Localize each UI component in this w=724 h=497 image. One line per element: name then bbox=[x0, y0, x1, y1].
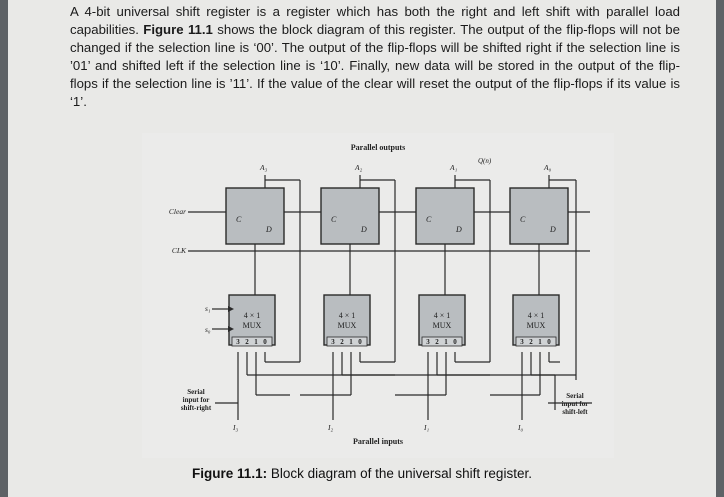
paragraph-text-2: shows the block diagram of this register… bbox=[70, 22, 680, 109]
input-label-2: I₁ bbox=[423, 423, 429, 432]
annotation-scribble: Q(n) bbox=[478, 157, 492, 165]
description-paragraph: A 4-bit universal shift register is a re… bbox=[70, 3, 680, 111]
paragraph-text-1: A 4-bit universal shift register is a re… bbox=[70, 4, 680, 37]
mux-pin-label: 1 bbox=[254, 338, 258, 346]
serial-left-line1: Serial bbox=[566, 392, 584, 400]
mux3-size-label: 4 × 1 bbox=[244, 311, 261, 320]
mux-pin-label: 2 bbox=[340, 338, 344, 346]
mux-pin-label: 0 bbox=[358, 338, 362, 346]
figure-caption: Figure 11.1: Block diagram of the univer… bbox=[0, 466, 724, 481]
mux-pin-strip-3 bbox=[515, 336, 557, 347]
ff0-d-label: D bbox=[549, 225, 556, 234]
serial-right-line2: input for bbox=[183, 396, 210, 404]
mux3-name-label: MUX bbox=[243, 321, 262, 330]
output-label-2: A₁ bbox=[449, 163, 458, 172]
mux0-name-label: MUX bbox=[527, 321, 546, 330]
caption-text: Block diagram of the universal shift reg… bbox=[267, 466, 532, 481]
mux-pin-label: 1 bbox=[538, 338, 542, 346]
parallel-outputs-label: Parallel outputs bbox=[351, 143, 405, 152]
input-label-0: I₃ bbox=[232, 423, 238, 432]
input-label-3: I₀ bbox=[517, 423, 523, 432]
ff2-c-label: C bbox=[331, 215, 337, 224]
parallel-inputs-label: Parallel inputs bbox=[353, 437, 403, 446]
mux-pin-label: 1 bbox=[349, 338, 353, 346]
mux-pin-label: 1 bbox=[444, 338, 448, 346]
mux-pin-label: 0 bbox=[453, 338, 457, 346]
mux-pin-label: 3 bbox=[520, 338, 524, 346]
select1-label: s₁ bbox=[205, 304, 211, 313]
input-label-1: I₂ bbox=[327, 423, 333, 432]
serial-left-line2: input for bbox=[562, 400, 589, 408]
mux0-size-label: 4 × 1 bbox=[528, 311, 545, 320]
ff0-c-label: C bbox=[520, 215, 526, 224]
ff3-c-label: C bbox=[236, 215, 242, 224]
figure-reference: Figure 11.1 bbox=[143, 22, 213, 37]
serial-right-line1: Serial bbox=[187, 388, 205, 396]
caption-lead: Figure 11.1: bbox=[192, 466, 268, 481]
mux-pin-label: 3 bbox=[331, 338, 335, 346]
flip-flop-3 bbox=[225, 187, 285, 245]
flip-flop-2 bbox=[320, 187, 380, 245]
output-label-0: A₃ bbox=[259, 163, 268, 172]
output-label-1: A₂ bbox=[354, 163, 363, 172]
mux-pin-strip-1 bbox=[326, 336, 368, 347]
mux-pin-strip-2 bbox=[421, 336, 463, 347]
clear-label: Clear bbox=[169, 207, 186, 216]
mux2-name-label: MUX bbox=[338, 321, 357, 330]
mux-pin-label: 3 bbox=[236, 338, 240, 346]
flip-flop-1 bbox=[415, 187, 475, 245]
select0-label: s₀ bbox=[205, 325, 211, 334]
flip-flops bbox=[225, 187, 569, 245]
mux-pin-label: 3 bbox=[426, 338, 430, 346]
ff2-d-label: D bbox=[360, 225, 367, 234]
ff3-d-label: D bbox=[265, 225, 272, 234]
flip-flop-0 bbox=[509, 187, 569, 245]
mux-pin-label: 0 bbox=[263, 338, 267, 346]
output-label-3: A₀ bbox=[543, 163, 552, 172]
mux1-name-label: MUX bbox=[433, 321, 452, 330]
serial-right-line3: shift-right bbox=[181, 404, 212, 412]
mux1-size-label: 4 × 1 bbox=[434, 311, 451, 320]
mux-pin-label: 2 bbox=[529, 338, 533, 346]
clk-label: CLK bbox=[172, 246, 187, 255]
ff1-c-label: C bbox=[426, 215, 432, 224]
mux-pin-label: 2 bbox=[435, 338, 439, 346]
mux-pin-label: 2 bbox=[245, 338, 249, 346]
mux-pin-strip-0 bbox=[231, 336, 273, 347]
serial-left-line3: shift-left bbox=[562, 408, 588, 416]
ff1-d-label: D bbox=[455, 225, 462, 234]
mux2-size-label: 4 × 1 bbox=[339, 311, 356, 320]
select-arrows bbox=[228, 306, 234, 332]
mux-pin-label: 0 bbox=[547, 338, 551, 346]
